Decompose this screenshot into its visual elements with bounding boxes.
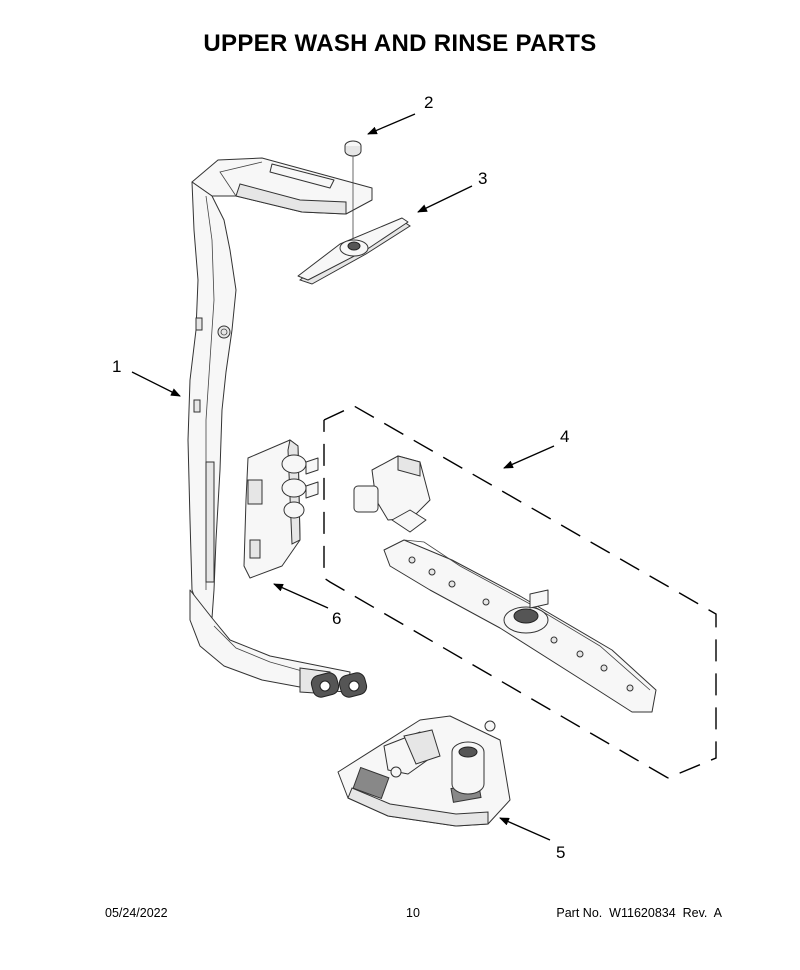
callout-5: 5 — [556, 843, 565, 862]
callout-1: 1 — [112, 357, 121, 376]
part-5-pump-housing[interactable] — [337, 715, 511, 827]
footer-date: 05/24/2022 — [105, 906, 168, 920]
page-title: UPPER WASH AND RINSE PARTS — [203, 30, 597, 57]
part-2-cap[interactable] — [344, 140, 362, 240]
callout-2: 2 — [424, 93, 433, 112]
footer-page-number: 10 — [406, 906, 420, 920]
part-1-upper-supply-tube[interactable] — [187, 157, 373, 699]
part-4-group-outline — [323, 405, 717, 779]
footer-part-info: Part No. W11620834 Rev. A — [556, 906, 722, 920]
part-3-upper-spray-arm[interactable] — [297, 217, 411, 285]
part-4-lower-spray-arm[interactable] — [353, 455, 657, 713]
callout-4: 4 — [560, 427, 569, 446]
callout-6: 6 — [332, 609, 341, 628]
part-6-bracket[interactable] — [243, 439, 319, 579]
callout-3: 3 — [478, 169, 487, 188]
leader-lines — [131, 113, 555, 841]
